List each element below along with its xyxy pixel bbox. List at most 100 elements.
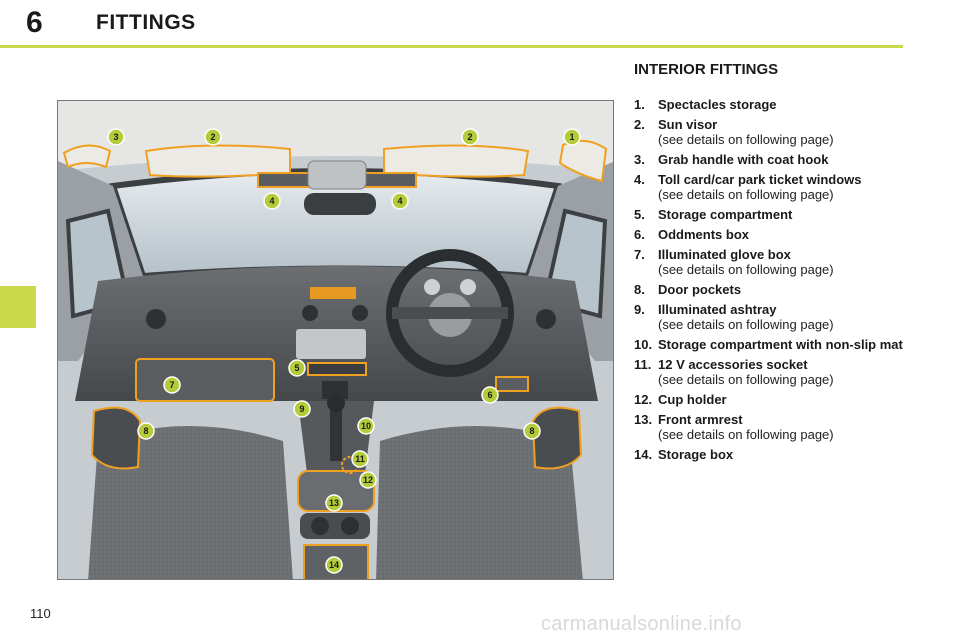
- storage-compartment: [307, 362, 367, 376]
- item-number: 11.: [634, 357, 652, 372]
- svg-text:3: 3: [113, 132, 118, 142]
- callout-marker: 7: [163, 376, 181, 394]
- svg-text:14: 14: [329, 560, 339, 570]
- item-label: Sun visor: [658, 117, 718, 132]
- callout-marker: 3: [107, 128, 125, 146]
- svg-text:13: 13: [329, 498, 339, 508]
- callout-marker: 14: [325, 556, 343, 574]
- chapter-side-tab: [0, 286, 36, 328]
- driver-side-seat: [88, 426, 293, 579]
- list-item: 10.Storage compartment with non-slip mat: [634, 337, 934, 352]
- item-note: (see details on following page): [658, 427, 834, 442]
- svg-text:2: 2: [210, 132, 215, 142]
- page-number: 110: [30, 606, 51, 621]
- item-number: 7.: [634, 247, 645, 262]
- list-item: 6. Oddments box: [634, 227, 934, 242]
- rear-vents: [300, 513, 370, 539]
- vent-left: [146, 309, 166, 329]
- oddments-box: [495, 376, 529, 392]
- svg-text:7: 7: [169, 380, 174, 390]
- list-item: 8.Door pockets: [634, 282, 934, 297]
- callout-marker: 1: [563, 128, 581, 146]
- item-number: 12.: [634, 392, 653, 407]
- item-label: Illuminated ashtray: [658, 302, 777, 317]
- callout-marker: 11: [351, 450, 369, 468]
- item-label: Cup holder: [658, 392, 727, 407]
- item-number: 10.: [634, 337, 653, 352]
- item-number: 6.: [634, 227, 645, 242]
- item-note: (see details on following page): [658, 132, 834, 147]
- callout-markers: 3 2 2 1 4 4 5 7 6 9 10 8 8 11 12 13 14: [107, 128, 581, 574]
- callout-marker: 2: [204, 128, 222, 146]
- item-label: Storage compartment: [658, 207, 793, 222]
- rear-view-mirror: [304, 193, 376, 215]
- item-note: (see details on following page): [658, 317, 834, 332]
- svg-text:12: 12: [363, 475, 373, 485]
- svg-text:8: 8: [529, 426, 534, 436]
- callout-marker: 2: [461, 128, 479, 146]
- item-note: (see details on following page): [658, 187, 834, 202]
- watermark: carmanualsonline.info: [541, 613, 742, 635]
- list-item: 13.Front armrest(see details on followin…: [634, 412, 934, 442]
- item-number: 5.: [634, 207, 645, 222]
- item-number: 3.: [634, 152, 645, 167]
- callout-marker: 8: [523, 422, 541, 440]
- gear-lever: [330, 401, 342, 461]
- item-label: Front armrest: [658, 412, 743, 427]
- svg-text:6: 6: [487, 390, 492, 400]
- right-sun-visor: [383, 144, 530, 178]
- gauge-right: [460, 279, 476, 295]
- svg-text:2: 2: [467, 132, 472, 142]
- vent-center-left: [302, 305, 318, 321]
- item-label: Toll card/car park ticket windows: [658, 172, 862, 187]
- grab-handle: [62, 144, 112, 169]
- item-note: (see details on following page): [658, 262, 834, 277]
- item-label: Grab handle with coat hook: [658, 152, 829, 167]
- item-number: 14.: [634, 447, 653, 462]
- svg-text:5: 5: [294, 363, 299, 373]
- list-item: 2. Sun visor(see details on following pag…: [634, 117, 934, 147]
- rear-vent-right: [341, 517, 359, 535]
- callout-marker: 13: [325, 494, 343, 512]
- glove-box: [135, 358, 275, 402]
- rear-vent-left: [311, 517, 329, 535]
- list-item: 11.12 V accessories socket(see details o…: [634, 357, 934, 387]
- item-number: 2.: [634, 117, 645, 132]
- header-rule: [0, 45, 903, 48]
- interior-diagram: 3 2 2 1 4 4 5 7 6 9 10 8 8 11 12 13 14: [58, 101, 613, 579]
- item-label: Oddments box: [658, 227, 750, 242]
- list-item: 1.Spectacles storage: [634, 97, 934, 112]
- list-item: 12. Cup holder: [634, 392, 934, 407]
- dash-display: [310, 287, 356, 299]
- callout-marker: 12: [359, 471, 377, 489]
- list-item: 4. Toll card/car park ticket windows(see …: [634, 172, 934, 202]
- item-label: Door pockets: [658, 282, 742, 297]
- list-item: 14.Storage box: [634, 447, 934, 462]
- callout-marker: 4: [263, 192, 281, 210]
- gauge-left: [424, 279, 440, 295]
- item-number: 4.: [634, 172, 645, 187]
- callout-marker: 8: [137, 422, 155, 440]
- ticket-window-left: [257, 172, 315, 188]
- left-sun-visor: [144, 144, 291, 178]
- ashtray: [322, 381, 348, 399]
- svg-text:10: 10: [361, 421, 371, 431]
- svg-text:1: 1: [569, 132, 574, 142]
- door-pocket-left: [90, 406, 142, 470]
- section-heading: INTERIOR FITTINGS: [634, 61, 779, 78]
- passenger-side-seat: [376, 426, 583, 579]
- list-item: 7.Illuminated glove box(see details on f…: [634, 247, 934, 277]
- roof-console: [307, 160, 367, 190]
- chapter-title: FITTINGS: [96, 11, 196, 34]
- callout-marker: 5: [288, 359, 306, 377]
- fittings-list: 1.Spectacles storage 2.Sun visor(see det…: [634, 97, 934, 467]
- item-note: (see details on following page): [658, 372, 834, 387]
- list-item: 9.Illuminated ashtray(see details on fol…: [634, 302, 934, 332]
- item-label: Spectacles storage: [658, 97, 777, 112]
- svg-text:11: 11: [355, 454, 365, 464]
- steering-wheel-spoke: [392, 307, 508, 319]
- callout-marker: 6: [481, 386, 499, 404]
- svg-text:4: 4: [397, 196, 402, 206]
- chapter-number: 6: [26, 6, 43, 39]
- list-item: 5. Storage compartment: [634, 207, 934, 222]
